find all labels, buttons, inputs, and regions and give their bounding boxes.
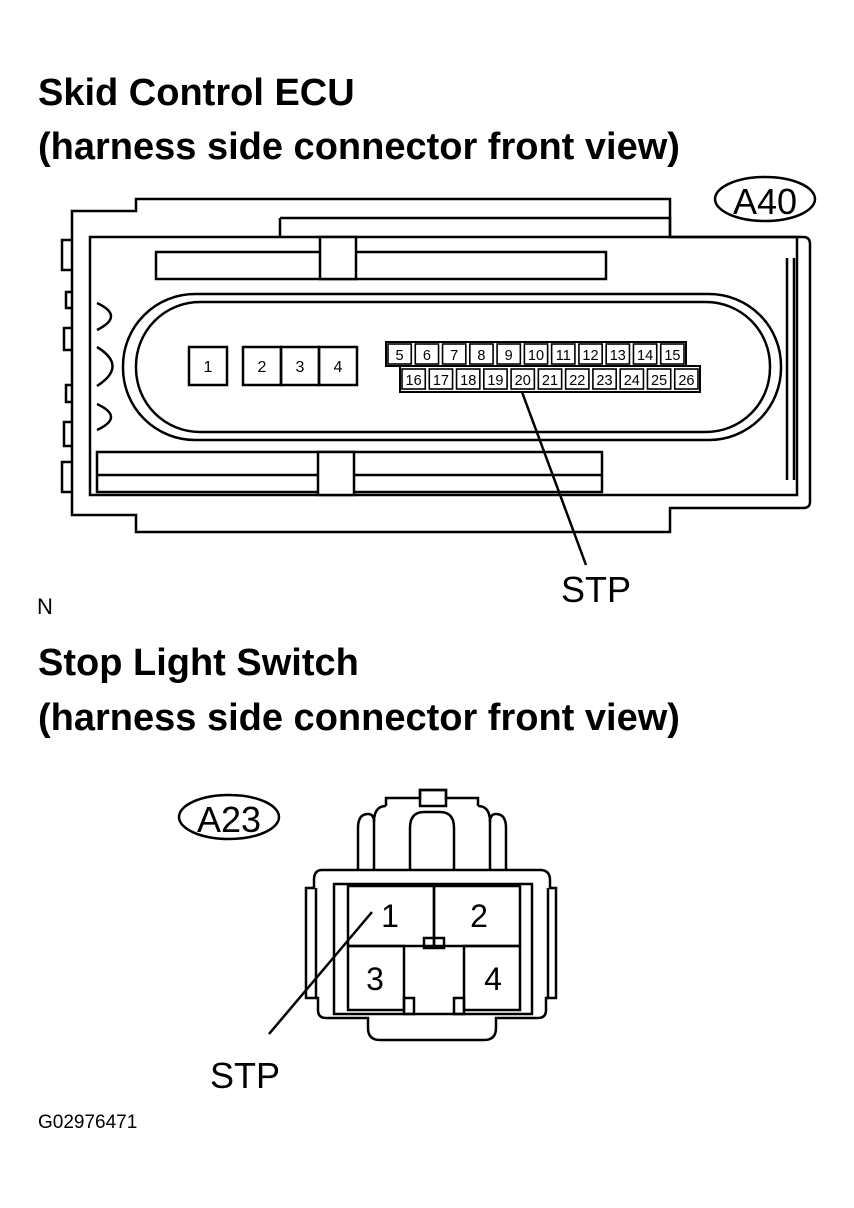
- ecu-pin-label: 21: [542, 373, 558, 389]
- ecu-pin-cell: [605, 343, 631, 365]
- ecu-pin-cell: [659, 343, 685, 365]
- ecu-pin-label: 13: [610, 348, 626, 364]
- ecu-pin-cell: [455, 368, 481, 390]
- switch-housing: [304, 868, 558, 1042]
- switch-pin-label: 1: [381, 898, 399, 934]
- figure-id: G02976471: [38, 1112, 138, 1133]
- ecu-pin-box: [317, 345, 359, 387]
- ecu-pin-cell: [496, 343, 522, 365]
- ecu-pin-cell: [469, 343, 494, 365]
- ecu-pin-label: 15: [664, 348, 680, 364]
- switch-stp-label: STP: [210, 1055, 280, 1096]
- ecu-stp-label: STP: [561, 569, 631, 610]
- ecu-pin-label: 11: [556, 348, 571, 364]
- switch-pin-label: 2: [470, 898, 488, 934]
- ecu-pin-cell: [428, 368, 454, 390]
- ecu-top-rail: [154, 250, 608, 281]
- ecu-pin-cell: [646, 368, 672, 390]
- ecu-pin-cell: [401, 368, 427, 390]
- switch-pin-label: 3: [366, 961, 384, 997]
- ecu-pin-label: 7: [450, 348, 458, 364]
- ecu-socket-oval-inner: [134, 300, 772, 434]
- ecu-pin-cell: [550, 343, 576, 365]
- ecu-pin-label: 1: [204, 359, 213, 376]
- ecu-pin-label: 23: [596, 373, 612, 389]
- ecu-pin-label: 5: [396, 348, 404, 364]
- ecu-left-clips: [60, 238, 72, 494]
- ecu-housing-outer: [70, 197, 812, 534]
- ecu-housing-inner: [88, 235, 799, 497]
- ecu-pin-box: [187, 345, 229, 387]
- ecu-pin-label: 10: [528, 348, 544, 364]
- ecu-pin-cell: [673, 368, 699, 390]
- switch-pin-box: [462, 944, 522, 1012]
- ecu-connector-tag: A40: [733, 181, 797, 222]
- ecu-pin-label: 14: [637, 348, 653, 364]
- switch-subtitle: (harness side connector front view): [38, 697, 680, 739]
- ecu-pin-label: 6: [423, 348, 431, 364]
- switch-pin-label: 4: [484, 961, 502, 997]
- ecu-connector: A40 1 2: [60, 175, 817, 610]
- ecu-subtitle: (harness side connector front view): [38, 126, 680, 168]
- switch-connector: A23 1 2 3 4 STP: [177, 788, 558, 1096]
- switch-connector-tag-oval: [177, 793, 281, 841]
- ecu-pin-cell: [387, 343, 413, 365]
- ecu-pin-cell: [414, 343, 440, 365]
- ecu-pin-label: 18: [460, 373, 476, 389]
- ecu-pin-cell: [441, 343, 467, 365]
- ecu-stp-leader-line: [520, 391, 588, 566]
- ecu-pin-cell: [619, 368, 645, 390]
- ecu-connector-tag-oval: [713, 175, 817, 223]
- ecu-pin-cell: [592, 368, 617, 390]
- ecu-pin-cell: [578, 343, 603, 365]
- switch-title: Stop Light Switch: [38, 642, 359, 684]
- ecu-pin-label: 2: [258, 359, 267, 376]
- ecu-pin-label: 12: [582, 348, 598, 364]
- ecu-pin-cell: [564, 368, 590, 390]
- ecu-socket-oval-outer: [121, 292, 783, 442]
- switch-connector-tag: A23: [197, 799, 261, 840]
- ecu-pin-label: 16: [406, 373, 422, 389]
- ecu-pin-label: 19: [487, 373, 503, 389]
- ecu-pin-label: 26: [678, 373, 694, 389]
- ecu-pin-cell: [483, 368, 508, 390]
- ecu-pin-label: 9: [505, 348, 513, 364]
- note-letter: N: [37, 594, 53, 619]
- ecu-pin-cell: [537, 368, 563, 390]
- switch-stp-leader-line: [268, 911, 373, 1035]
- switch-lock-tab: [384, 788, 480, 806]
- ecu-title: Skid Control ECU: [38, 72, 355, 114]
- ecu-pin-label: 22: [569, 373, 585, 389]
- ecu-pin-label: 24: [624, 373, 640, 389]
- ecu-pin-cell: [523, 343, 549, 365]
- ecu-pin-label: 8: [477, 348, 485, 364]
- ecu-pin-label: 3: [296, 359, 305, 376]
- ecu-pin-label: 4: [334, 359, 343, 376]
- ecu-pin-label: 20: [515, 373, 531, 389]
- ecu-pin-row-top: [385, 341, 687, 367]
- switch-pin-box: [346, 944, 406, 1012]
- ecu-pin-cell: [510, 368, 536, 390]
- ecu-pin-label: 17: [433, 373, 449, 389]
- ecu-pin-label: 25: [651, 373, 667, 389]
- ecu-pin-cell: [632, 343, 658, 365]
